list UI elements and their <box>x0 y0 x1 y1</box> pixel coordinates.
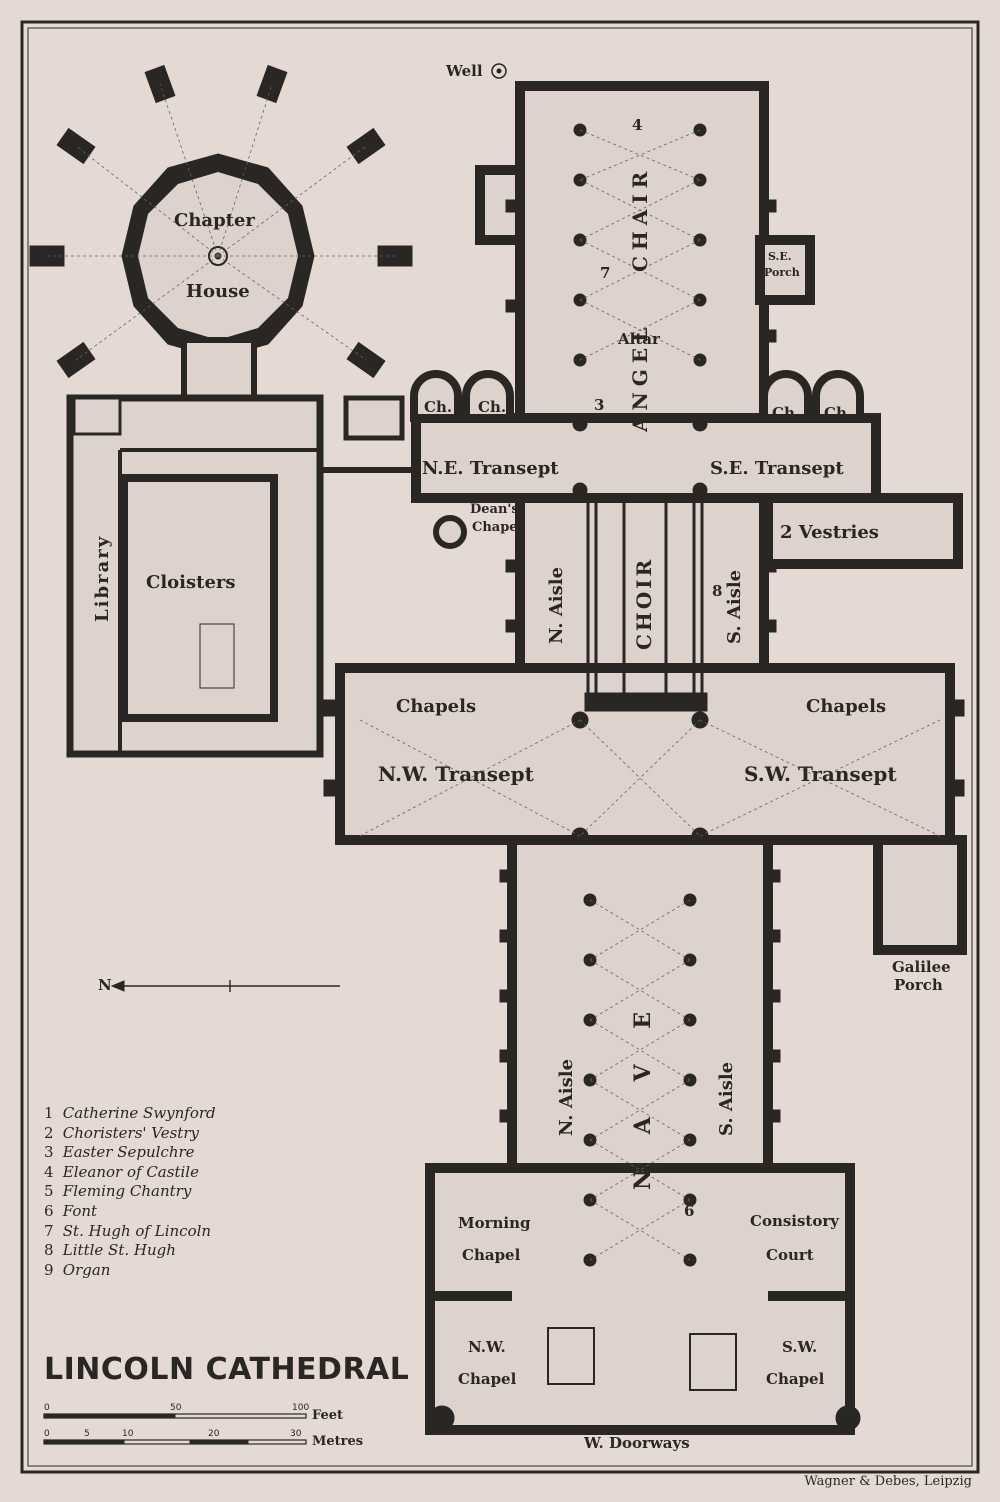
se-transept-label: S.E. Transept <box>710 458 844 479</box>
well-label: Well <box>446 62 483 80</box>
legend-item: 8 Little St. Hugh <box>44 1241 176 1260</box>
legend: 1 Catherine Swynford 2 Choristers' Vestr… <box>44 1104 216 1280</box>
nw-transept-label: N.W. Transept <box>378 762 534 786</box>
legend-item: 5 Fleming Chantry <box>44 1182 192 1201</box>
marker-6: 6 <box>684 1202 695 1220</box>
metres-tick-5: 5 <box>84 1429 90 1439</box>
cloister-garth-wall <box>120 474 278 722</box>
ne-chapel-1-label: Ch. <box>424 398 453 416</box>
feet-label: Feet <box>312 1408 344 1423</box>
publisher-credit: Wagner & Debes, Leipzig <box>804 1474 972 1489</box>
map-inner-border <box>27 27 973 1467</box>
ne-transept-label: N.E. Transept <box>422 458 559 479</box>
choir-s-aisle-label: S. Aisle <box>724 569 745 644</box>
nave-s-aisle-label: S. Aisle <box>716 1061 737 1136</box>
nave-label: N A V E <box>630 998 656 1190</box>
map-border <box>20 20 980 1474</box>
se-chapel-2-label: Ch. <box>824 404 853 422</box>
library-label: Library <box>92 534 113 622</box>
cathedral-walls <box>335 81 967 1435</box>
chapter-label: Chapter <box>174 210 255 231</box>
altar-label: Altar <box>618 330 660 348</box>
south-chapels-label: Chapels <box>806 696 887 717</box>
chair-label: CHAIR <box>628 165 652 272</box>
se-chapel-1-label: Ch. <box>772 404 801 422</box>
metres-tick-0: 0 <box>44 1429 50 1439</box>
consistory-court-label-2: Court <box>766 1246 814 1264</box>
sw-transept-label: S.W. Transept <box>744 762 897 786</box>
feet-tick-0: 0 <box>44 1403 50 1413</box>
galilee-label-2: Porch <box>894 976 943 994</box>
marker-9: 9 <box>638 694 649 712</box>
north-chapels-label: Chapels <box>396 696 477 717</box>
galilee-label-1: Galilee <box>892 958 951 976</box>
north-arrow-label: N <box>98 976 112 994</box>
sw-chapel-label-2: Chapel <box>766 1370 825 1388</box>
sw-chapel-label-1: S.W. <box>782 1338 818 1356</box>
se-porch-label-2: Porch <box>764 266 800 279</box>
morning-chapel-label-2: Chapel <box>462 1246 521 1264</box>
scale-bars <box>43 1413 307 1445</box>
se-porch-label-1: S.E. <box>768 250 792 263</box>
metres-label: Metres <box>312 1434 364 1449</box>
ne-chapels <box>410 370 864 422</box>
nw-chapel-label-2: Chapel <box>458 1370 517 1388</box>
cloisters-label: Cloisters <box>146 572 236 593</box>
nw-chapel-label-1: N.W. <box>468 1338 506 1356</box>
metres-tick-10: 10 <box>122 1429 134 1439</box>
morning-chapel-label-1: Morning <box>458 1214 531 1232</box>
ne-chapel-2-label: Ch. <box>478 398 507 416</box>
choir-stalls <box>584 496 708 712</box>
vault-ribs <box>47 83 941 1261</box>
legend-item: 3 Easter Sepulchre <box>44 1143 195 1162</box>
legend-item: 6 Font <box>44 1201 98 1220</box>
feet-tick-50: 50 <box>170 1403 182 1413</box>
marker-3: 3 <box>594 396 605 414</box>
marker-4: 4 <box>632 116 643 134</box>
deans-chapel-label-1: Dean's <box>470 502 519 517</box>
choir-label: CHOIR <box>632 556 656 650</box>
legend-item: 2 Choristers' Vestry <box>44 1123 199 1142</box>
angel-label: ANGEL <box>628 321 652 432</box>
legend-item: 1 Catherine Swynford <box>44 1104 216 1122</box>
w-doorways-label: W. Doorways <box>584 1434 690 1452</box>
deans-chapel-label-2: Chapel <box>472 520 523 535</box>
marker-8: 8 <box>712 582 723 600</box>
choir-n-aisle-label: N. Aisle <box>546 566 567 644</box>
map-title: LINCOLN CATHEDRAL <box>44 1352 410 1387</box>
marker-5: 5 <box>506 198 517 216</box>
well-icon <box>491 63 507 79</box>
nave-n-aisle-label: N. Aisle <box>556 1058 577 1136</box>
nave-buttresses <box>323 199 965 1123</box>
legend-item: 4 Eleanor of Castile <box>44 1162 199 1181</box>
feet-tick-100: 100 <box>292 1403 310 1413</box>
metres-tick-30: 30 <box>290 1429 302 1439</box>
legend-item: 9 Organ <box>44 1260 111 1279</box>
consistory-court-label-1: Consistory <box>750 1212 839 1230</box>
vestries-label: 2 Vestries <box>780 522 879 543</box>
north-arrow <box>110 980 340 992</box>
legend-item: 7 St. Hugh of Lincoln <box>44 1221 212 1240</box>
marker-7: 7 <box>600 264 611 282</box>
metres-tick-20: 20 <box>208 1429 220 1439</box>
house-label: House <box>186 281 250 302</box>
